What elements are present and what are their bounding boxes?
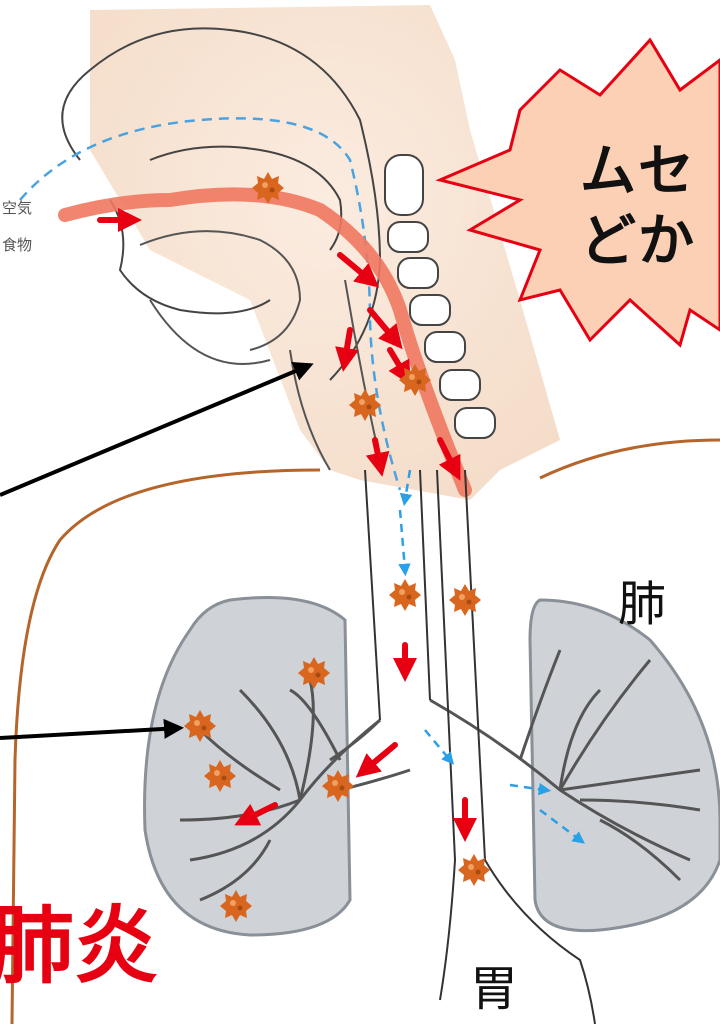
germ-icon [389, 579, 421, 611]
lung-label: 肺 [618, 576, 666, 632]
jaw-outline [150, 300, 270, 364]
pneumonia-label: 肺炎 [0, 897, 158, 995]
right-lung [530, 600, 720, 931]
air-label: 空気 [2, 199, 32, 217]
stomach-label: 胃 [470, 961, 518, 1017]
body-outline-right [540, 440, 720, 478]
food-label: 食物 [2, 236, 32, 254]
callout-line-2: どか [580, 209, 696, 274]
left-lung [145, 598, 350, 936]
callout-line-1: ムセ [580, 139, 696, 204]
germ-icon [449, 584, 481, 616]
